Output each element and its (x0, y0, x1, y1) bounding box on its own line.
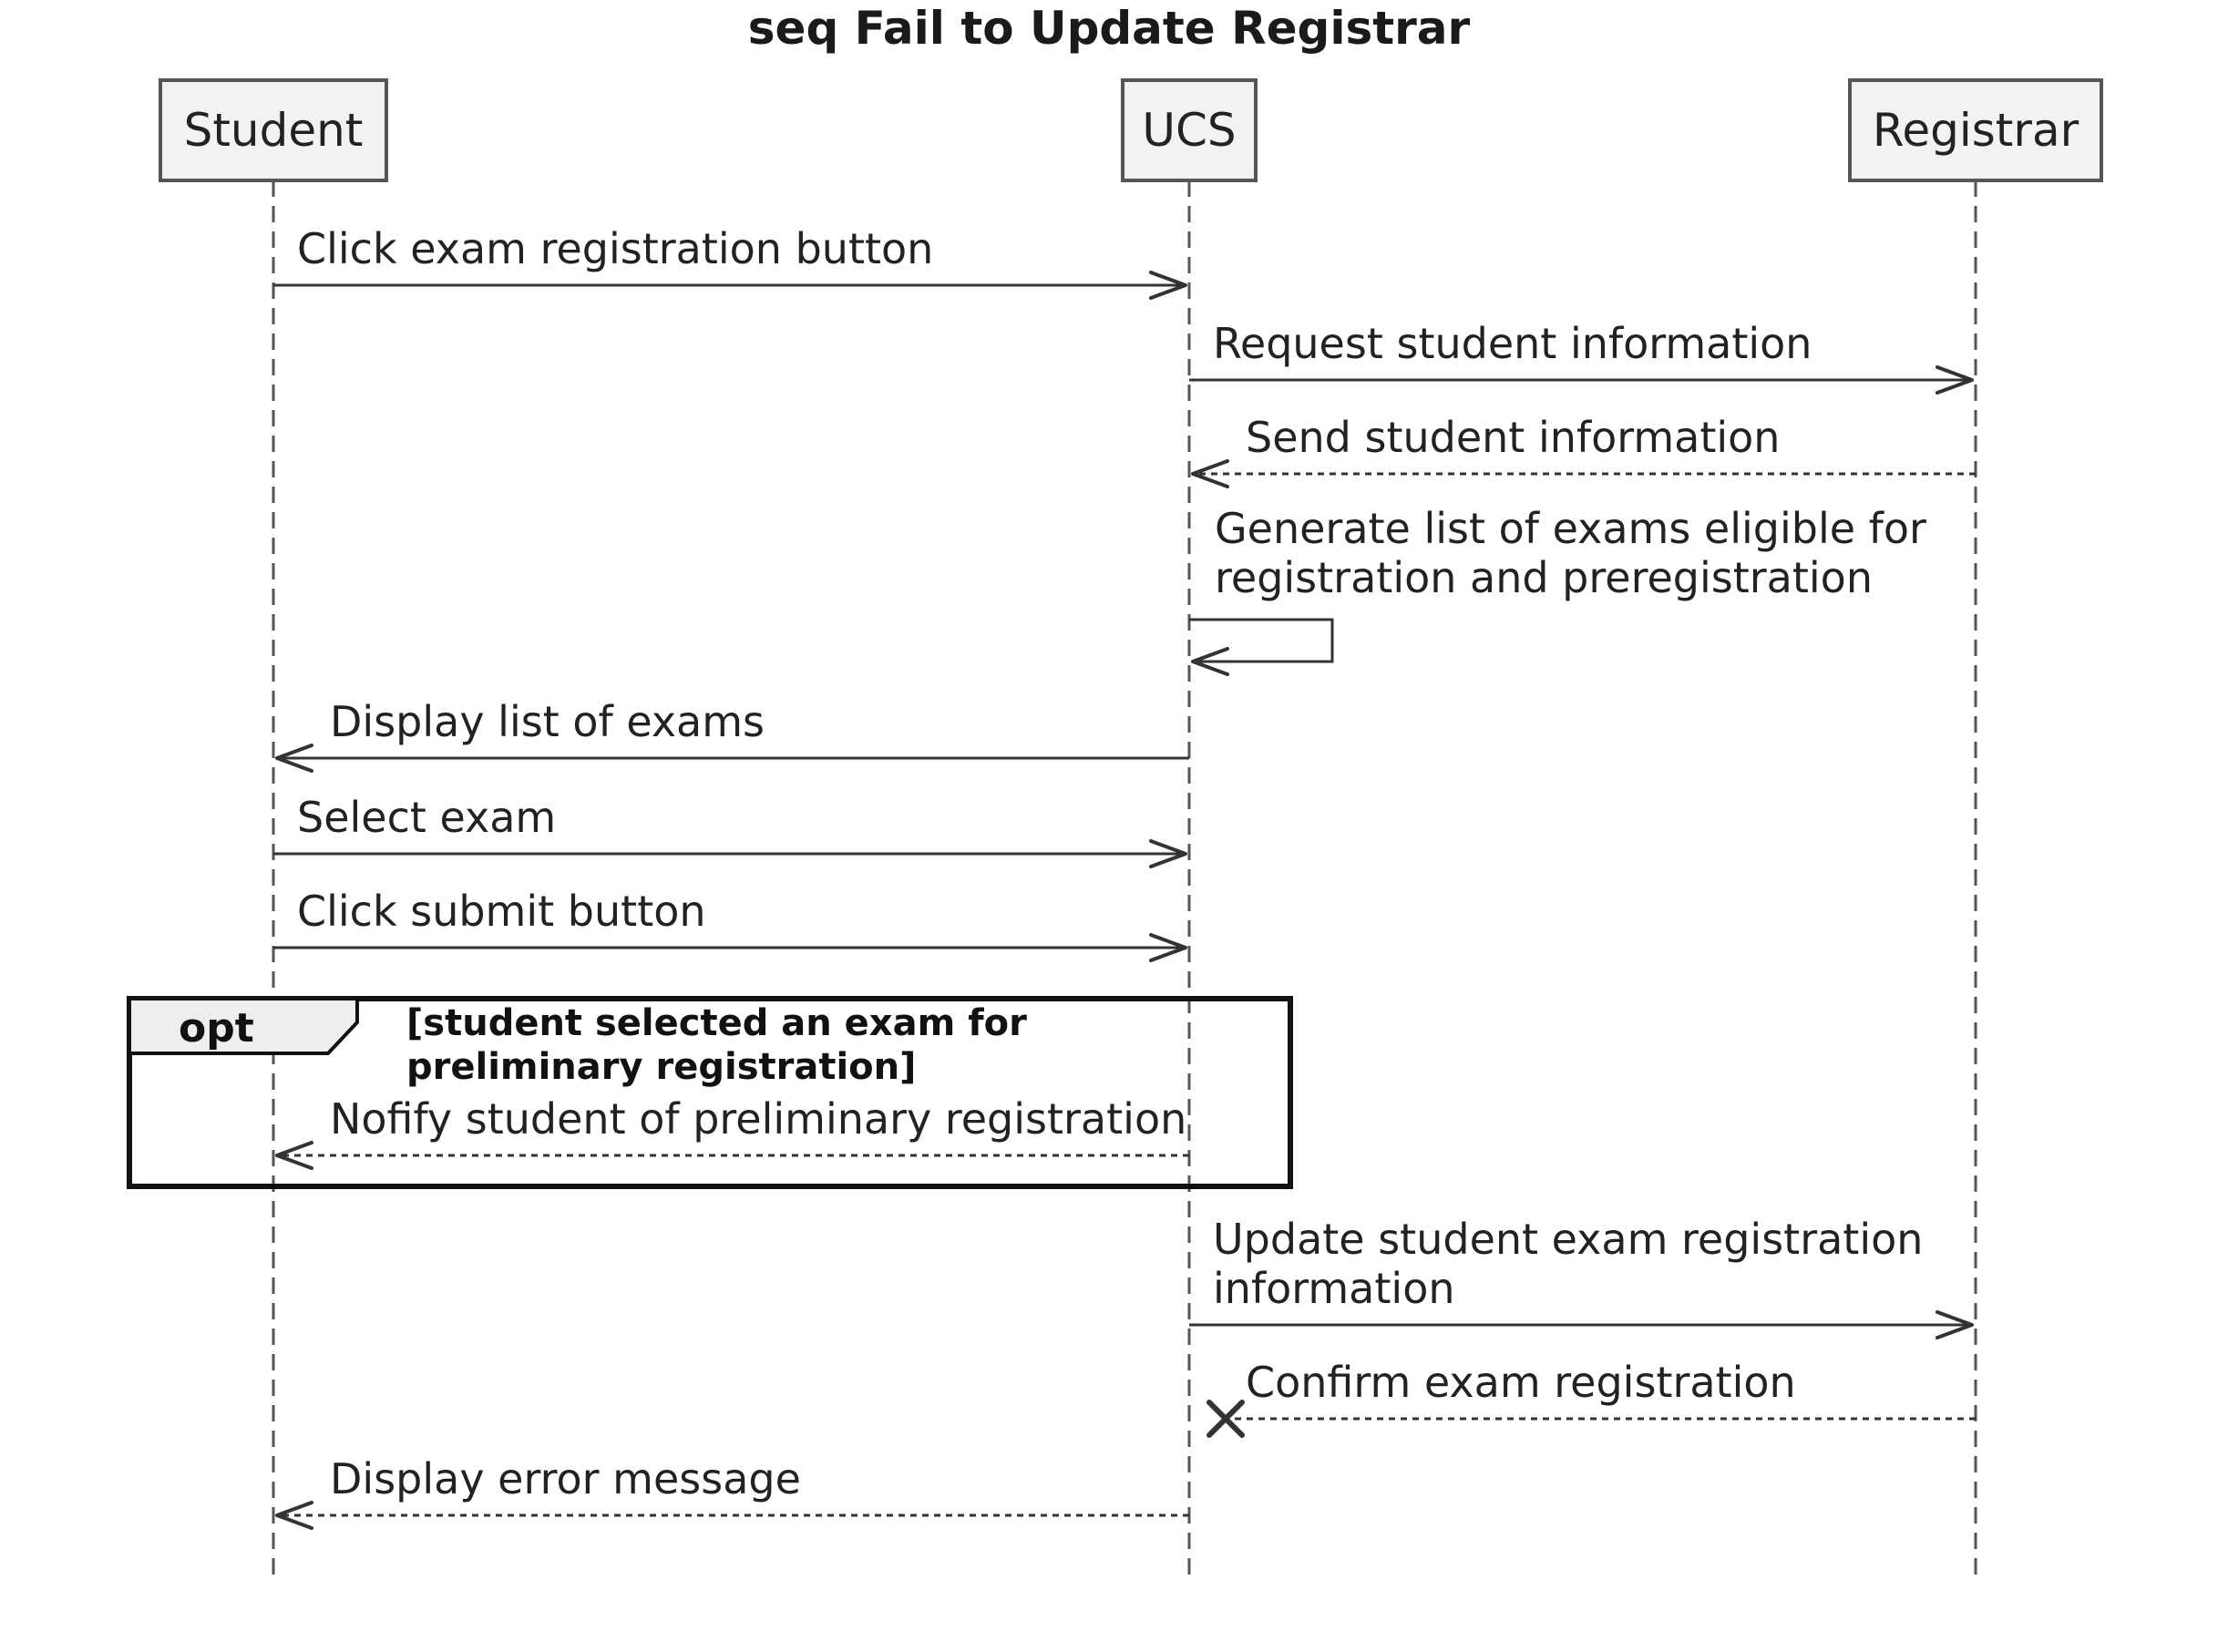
arrow-head (275, 1141, 313, 1170)
arrow-head (1936, 1310, 1974, 1339)
message-11: Display error message (275, 1454, 1189, 1530)
arrow-head (1191, 459, 1229, 488)
fragment-frame (127, 996, 1293, 1189)
participant-box (1121, 78, 1258, 182)
message-label: Click submit button (297, 887, 706, 936)
arrow-head (1149, 933, 1187, 962)
message-label: information (1213, 1264, 1455, 1313)
opt-fragment: opt [student selected an exam forprelimin… (127, 996, 1293, 1189)
arrow-head (1149, 839, 1187, 868)
participant-box (159, 78, 388, 182)
arrow-head (1191, 647, 1229, 676)
message-5: Display list of exams (275, 697, 1189, 773)
diagram-title: seq Fail to Update Registrar (748, 2, 1471, 55)
arrow-head (275, 744, 313, 773)
message-label: Update student exam registration (1213, 1215, 1923, 1264)
message-label: Send student information (1246, 413, 1780, 462)
message-label: Nofify student of preliminary registrati… (330, 1094, 1186, 1144)
participant-ucs: UCS (1121, 78, 1258, 182)
message-2: Request student information (1189, 319, 1974, 395)
message-8: Nofify student of preliminary registrati… (275, 1094, 1189, 1170)
fragment-tab (128, 997, 359, 1055)
fragment-guard: [student selected an exam for (406, 1002, 1027, 1044)
message-label: Confirm exam registration (1246, 1358, 1796, 1407)
self-message-line (1189, 618, 1334, 663)
message-10: Confirm exam registration (1207, 1358, 1976, 1438)
fragment-operator: opt (179, 1005, 254, 1052)
fragment-guard: preliminary registration] (406, 1046, 916, 1088)
message-7: Click submit button (273, 887, 1187, 962)
participant-label: UCS (1142, 104, 1236, 157)
participant-box (1848, 78, 2103, 182)
message-label: Display list of exams (330, 697, 765, 746)
message-label: Click exam registration button (297, 224, 933, 273)
arrow-head (1936, 365, 1974, 395)
message-6: Select exam (273, 793, 1187, 868)
message-label: Request student information (1213, 319, 1812, 368)
message-label: Generate list of exams eligible for (1215, 504, 1926, 553)
lost-message-cross (1207, 1400, 1245, 1438)
message-3: Send student information (1191, 413, 1976, 488)
participant-registrar: Registrar (1848, 78, 2103, 182)
message-label: Display error message (330, 1454, 801, 1503)
message-1: Click exam registration button (273, 224, 1187, 300)
message-9: Update student exam registrationinformat… (1189, 1215, 1974, 1339)
participant-label: Registrar (1873, 104, 2079, 157)
message-label: Select exam (297, 793, 556, 842)
participant-student: Student (159, 78, 388, 182)
arrow-head (275, 1501, 313, 1530)
message-4: Generate list of exams eligible forregis… (1189, 504, 1926, 676)
message-label: registration and preregistration (1215, 553, 1873, 602)
participant-label: Student (184, 104, 364, 157)
arrow-head (1149, 271, 1187, 300)
